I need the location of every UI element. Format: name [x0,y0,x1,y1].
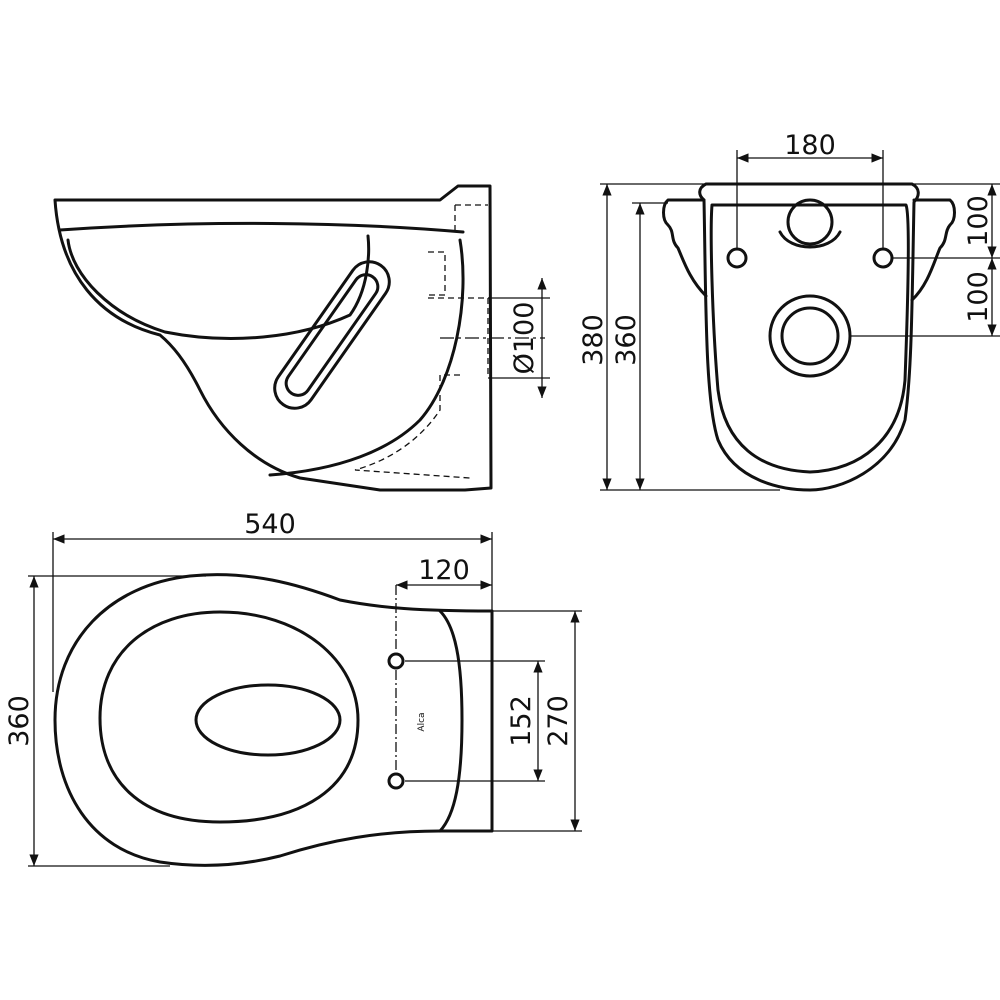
rear-height-inner-label: 360 [611,314,642,366]
top-width-label: 360 [4,695,35,747]
top-rear-width-label: 270 [543,695,574,747]
top-view-brand-mark: Alca [417,712,427,731]
side-view-bowl-inner [66,234,371,340]
rear-view-inner-outline [709,203,910,474]
top-view-seat-inner [98,610,360,824]
rear-view-top-recess-arc [778,230,842,249]
side-view-bowl-outline [53,184,493,492]
rear-view-outer-outline [698,182,920,492]
top-view-mount-hole-top [387,652,405,670]
top-hole-spacing-label: 152 [506,695,537,747]
rear-view-right-ear [910,198,956,302]
pipe-diameter-label: Ø100 [509,302,540,375]
rear-hole-spacing-label: 180 [784,130,836,161]
top-view: Alca 540 120 360 152 270 [4,509,582,867]
rear-view: 180 380 360 100 100 [578,130,1000,492]
rear-pipe-offset-label: 100 [963,271,994,323]
top-view-outer-outline [53,573,494,867]
side-view-outlet-slot [273,260,391,410]
rear-view-outlet-inner [780,306,840,366]
side-view-hidden-lines [354,204,490,479]
top-view-mount-hole-bottom [387,772,405,790]
rear-view-top-recess [786,198,834,246]
side-view-rim-line [58,221,465,234]
rear-view-mount-hole-left [726,247,748,269]
rear-view-mount-hole-right [872,247,894,269]
top-view-bowl-opening [194,683,342,757]
rear-top-offset-label: 100 [963,195,994,247]
top-length-label: 540 [244,509,296,540]
rear-view-left-ear [662,198,708,298]
side-view-trap-curve [268,238,465,477]
side-view-outlet-slot-inner [284,273,380,397]
rear-height-outer-label: 380 [578,314,609,366]
side-view: Ø100 [53,184,550,492]
top-view-rear-flange [438,609,464,833]
top-rear-offset-label: 120 [418,555,470,586]
